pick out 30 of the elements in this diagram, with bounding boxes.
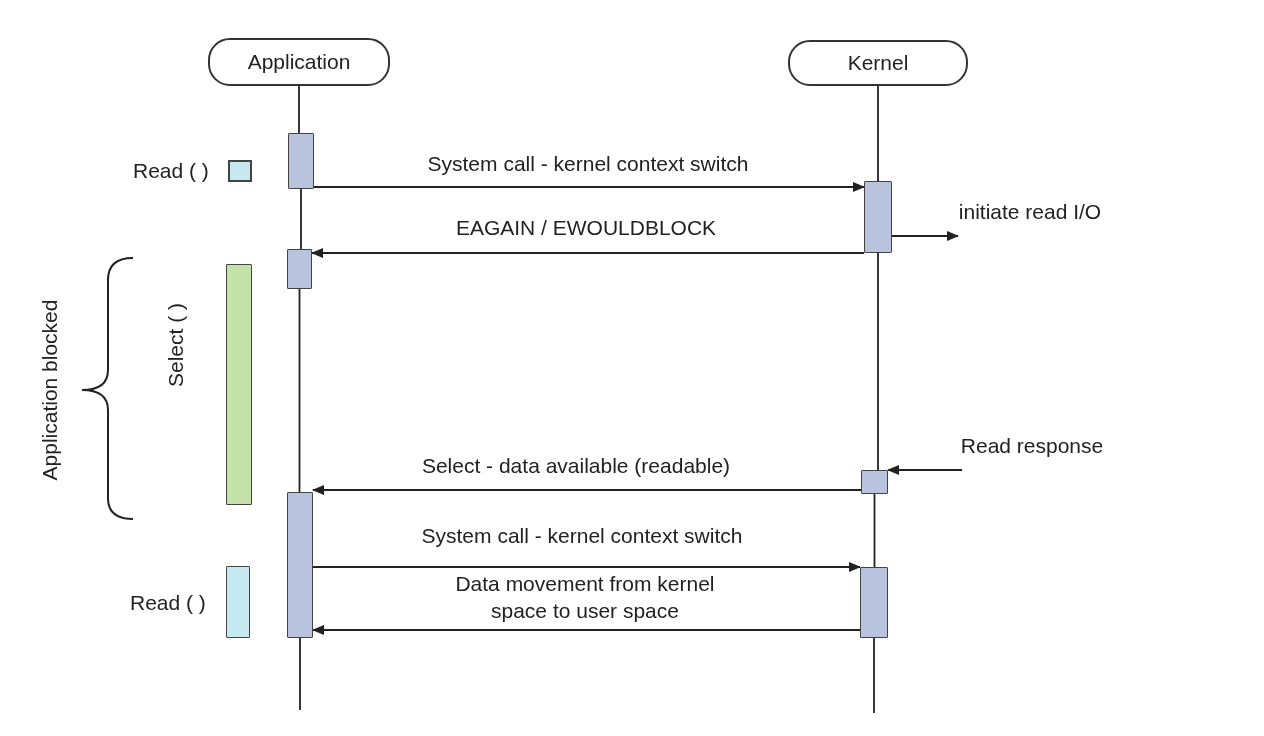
lifeline — [299, 637, 301, 711]
message-arrow — [891, 231, 959, 241]
read-marker — [228, 160, 252, 182]
read-bar — [226, 566, 250, 638]
lifeline — [877, 85, 879, 182]
activation-bar — [287, 249, 312, 289]
activation-bar — [864, 181, 892, 253]
group-label: Application blocked — [36, 299, 62, 481]
lifeline — [298, 288, 301, 493]
activation-bar — [861, 470, 888, 494]
message-arrow — [312, 562, 861, 572]
message-arrow — [312, 625, 861, 635]
activation-bar — [860, 567, 888, 638]
side-label: Select ( ) — [162, 303, 188, 387]
lifeline-head: Kernel — [788, 40, 968, 86]
side-label: Read ( ) — [130, 590, 206, 616]
message-arrow — [887, 465, 963, 475]
message-arrow — [312, 485, 862, 495]
lifeline — [873, 637, 875, 714]
lifeline-head: Application — [208, 38, 390, 86]
lifeline — [298, 85, 300, 134]
lifeline — [873, 493, 876, 568]
message-arrow — [313, 182, 865, 192]
message-arrow — [311, 248, 865, 258]
activation-bar — [287, 492, 313, 638]
side-label: Read ( ) — [133, 158, 209, 184]
activation-bar — [288, 133, 314, 189]
lifeline — [877, 252, 879, 471]
lifeline — [300, 188, 302, 250]
select-bar — [226, 264, 252, 505]
